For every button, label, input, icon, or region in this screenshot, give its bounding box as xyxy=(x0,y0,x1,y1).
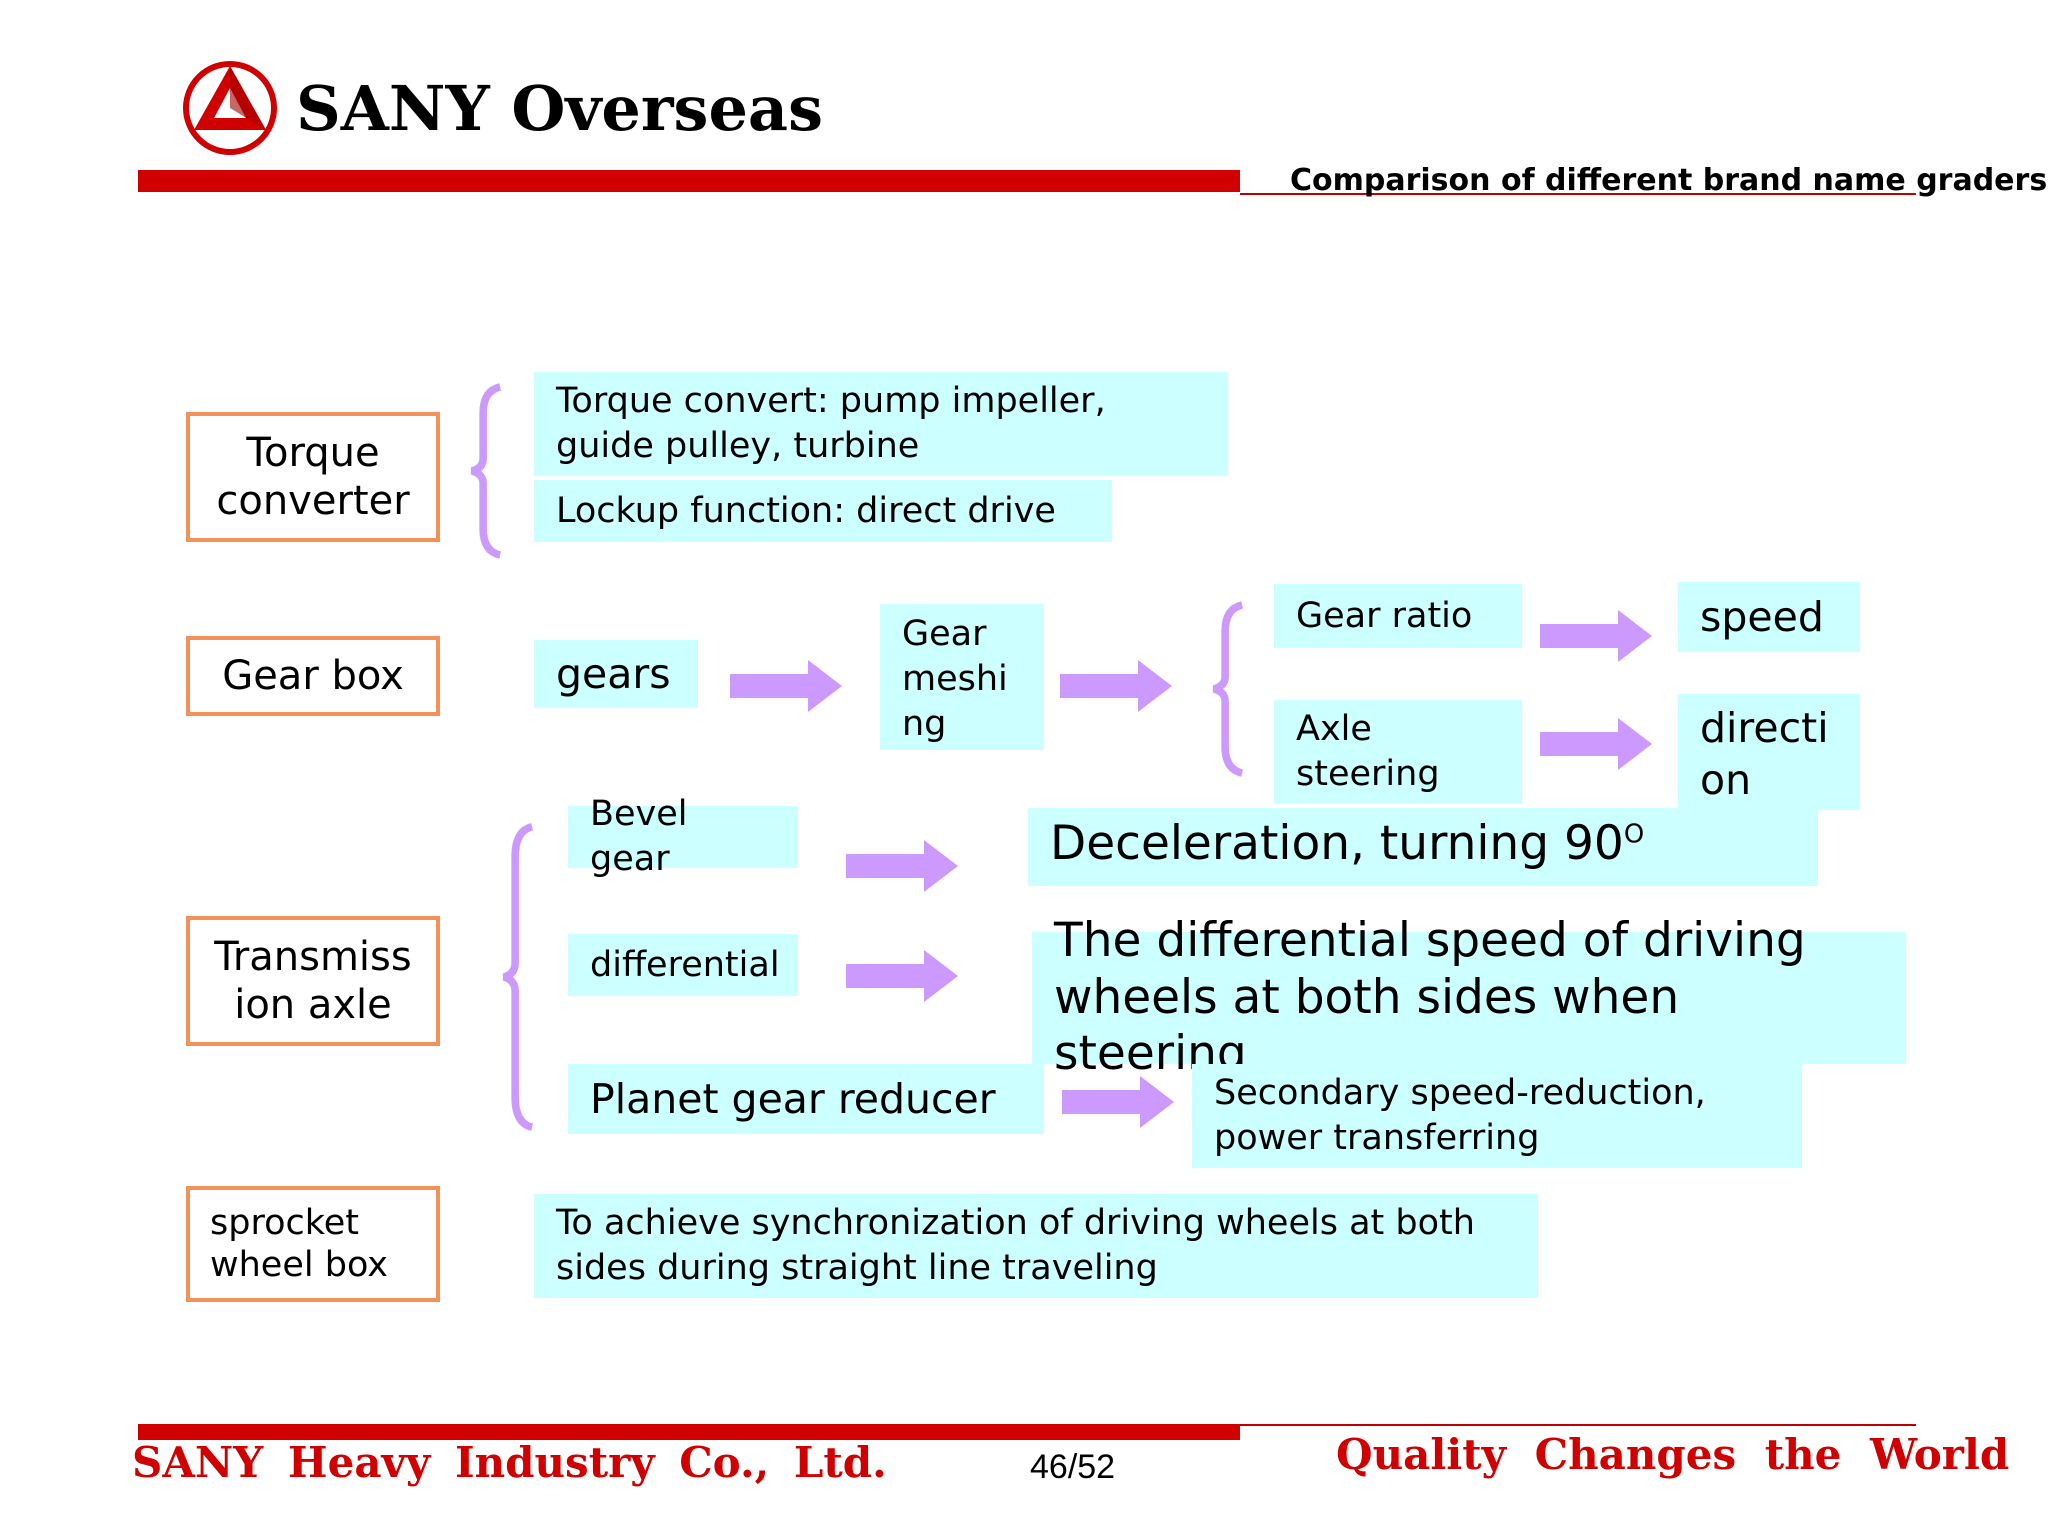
slogan: Quality Changes the World xyxy=(1336,1430,2010,1479)
footer-red-line xyxy=(1240,1424,1916,1426)
sprocket-wheel-box: sprocket wheel box xyxy=(186,1186,440,1302)
header-red-line xyxy=(1240,193,1916,195)
gear-meshing-box: Gear meshi ng xyxy=(880,604,1044,750)
torque-converter-label: Torque converter xyxy=(216,430,410,524)
sany-logo xyxy=(183,61,277,155)
torque-converter-box: Torque converter xyxy=(186,412,440,542)
torque-item-pump: Torque convert: pump impeller, guide pul… xyxy=(534,372,1228,476)
transmission-axle-label: Transmiss ion axle xyxy=(214,934,412,1028)
gears-box: gears xyxy=(534,640,698,708)
gearbox-brace xyxy=(1212,601,1244,777)
axle-brace xyxy=(502,823,534,1131)
planet-arrow xyxy=(1062,1076,1174,1128)
ratio-arrow xyxy=(1540,610,1652,662)
planet-gear-box: Planet gear reducer xyxy=(568,1064,1044,1134)
slide-subtitle: Comparison of different brand name grade… xyxy=(1290,163,2048,198)
gear-box-label: Gear box xyxy=(222,653,404,699)
torque-brace xyxy=(470,383,502,559)
gears-arrow xyxy=(730,660,842,712)
axle-steering-box: Axle steering xyxy=(1274,700,1522,804)
secondary-speed-box: Secondary speed-reduction, power transfe… xyxy=(1192,1064,1802,1168)
direction-box: directi on xyxy=(1678,694,1860,810)
bevel-arrow xyxy=(846,840,958,892)
synchronization-box: To achieve synchronization of driving wh… xyxy=(534,1194,1538,1298)
page-number: 46/52 xyxy=(1030,1448,1116,1486)
differential-box: differential xyxy=(568,934,798,996)
header-red-bar xyxy=(138,170,1240,192)
speed-box: speed xyxy=(1678,582,1860,652)
company-name: SANY Heavy Industry Co., Ltd. xyxy=(132,1438,887,1487)
differential-arrow xyxy=(846,950,958,1002)
footer-red-bar xyxy=(138,1424,1240,1440)
brand-title: SANY Overseas xyxy=(296,72,823,145)
gear-box-box: Gear box xyxy=(186,636,440,716)
transmission-axle-box: Transmiss ion axle xyxy=(186,916,440,1046)
bevel-gear-box: Bevel gear xyxy=(568,794,798,879)
differential-speed-box: The differential speed of driving wheels… xyxy=(1032,913,1906,1081)
torque-item-lockup: Lockup function: direct drive xyxy=(534,480,1112,542)
gear-ratio-box: Gear ratio xyxy=(1274,584,1522,648)
meshing-arrow xyxy=(1060,660,1172,712)
deceleration-box: Deceleration, turning 90O xyxy=(1028,808,1818,886)
steering-arrow xyxy=(1540,718,1652,770)
sprocket-wheel-label: sprocket wheel box xyxy=(210,1203,388,1285)
